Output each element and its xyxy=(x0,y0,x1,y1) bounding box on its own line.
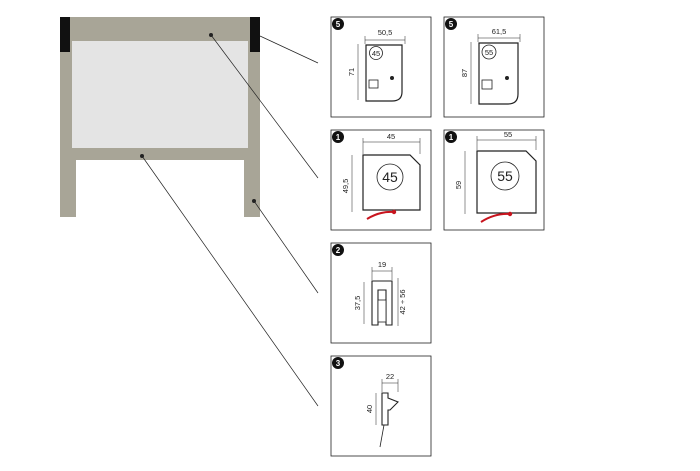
panel-badge-number: 2 xyxy=(336,246,341,255)
leader-to-panel-3 xyxy=(141,155,319,407)
roller-box-profile xyxy=(478,42,519,105)
height-dimension: 71 xyxy=(347,68,356,76)
width-dimension: 19 xyxy=(378,260,386,269)
width-dimension: 55 xyxy=(504,130,512,139)
window-frame-left-upper xyxy=(60,17,72,158)
window-frame-right-upper xyxy=(248,17,260,158)
panel-border xyxy=(330,242,432,344)
width-dimension: 50,5 xyxy=(378,28,393,37)
panel-badge-number: 1 xyxy=(336,133,341,142)
panel-badge-number: 5 xyxy=(449,20,454,29)
panel-1-box-45: 1 45 49,5 45 xyxy=(330,129,432,231)
window-elevation xyxy=(60,17,260,217)
roller-box-profile xyxy=(476,150,537,214)
roller-tube-circle xyxy=(490,161,520,191)
guide-rail-profile xyxy=(371,280,393,326)
panel-badge xyxy=(332,357,344,369)
height-dimension: 59 xyxy=(454,181,463,189)
panel-badge-number: 1 xyxy=(449,133,454,142)
height-dimension: 49,5 xyxy=(341,179,350,194)
panel-5-box-55: 5 61,5 87 55 xyxy=(443,16,545,118)
leader-dot-box xyxy=(209,33,213,37)
roller-box-end-cap-right xyxy=(250,17,260,52)
panel-badge-number: 5 xyxy=(336,20,341,29)
width-dimension: 22 xyxy=(386,372,394,381)
window-frame-top xyxy=(60,17,260,41)
roller-tube-circle xyxy=(481,44,497,60)
leader-to-panel-2 xyxy=(253,200,319,294)
leader-to-panel-1 xyxy=(210,34,319,179)
panel-badge xyxy=(445,18,457,30)
leader-lines xyxy=(141,34,319,407)
panel-badge xyxy=(332,18,344,30)
panel-badge-number: 3 xyxy=(336,359,341,368)
height-left-dimension: 37,5 xyxy=(353,296,362,311)
panel-border xyxy=(330,16,432,118)
leader-dots xyxy=(140,33,256,203)
tube-diameter-label: 55 xyxy=(485,48,493,57)
panel-badge xyxy=(445,131,457,143)
roller-tube-circle xyxy=(376,163,404,191)
tube-diameter-label: 55 xyxy=(497,168,513,184)
roller-box-profile xyxy=(362,154,421,211)
panel-2-guide-rail: 2 19 37,5 42 ÷ 56 xyxy=(330,242,432,344)
leader-dot-transom xyxy=(140,154,144,158)
shutter-slat-red xyxy=(366,210,395,220)
width-dimension: 45 xyxy=(387,132,395,141)
roller-box-profile xyxy=(365,44,403,102)
window-transom-bar xyxy=(60,148,260,160)
panel-badge xyxy=(332,131,344,143)
height-right-dimension: 42 ÷ 56 xyxy=(398,290,407,315)
panel-border xyxy=(443,16,545,118)
window-glass-pane xyxy=(72,41,248,148)
height-dimension: 87 xyxy=(460,69,469,77)
tube-diameter-label: 45 xyxy=(372,49,380,58)
leader-to-panel-5 xyxy=(259,35,319,64)
height-dimension: 40 xyxy=(365,405,374,413)
window-frame-left-lower xyxy=(60,160,76,217)
leader-dot-guide xyxy=(252,199,256,203)
panel-5-box-45: 5 50,5 71 45 xyxy=(330,16,432,118)
tube-diameter-label: 45 xyxy=(382,169,398,185)
panel-badge xyxy=(332,244,344,256)
roller-box-end-cap-left xyxy=(60,17,70,52)
panel-3-bottom-bar: 3 22 40 xyxy=(330,355,432,457)
panel-1-box-55: 1 55 59 55 xyxy=(443,129,545,231)
shutter-slat-red xyxy=(480,212,511,223)
roller-tube-circle xyxy=(369,46,383,60)
width-dimension: 61,5 xyxy=(492,27,507,36)
window-frame-right-lower xyxy=(244,160,260,217)
